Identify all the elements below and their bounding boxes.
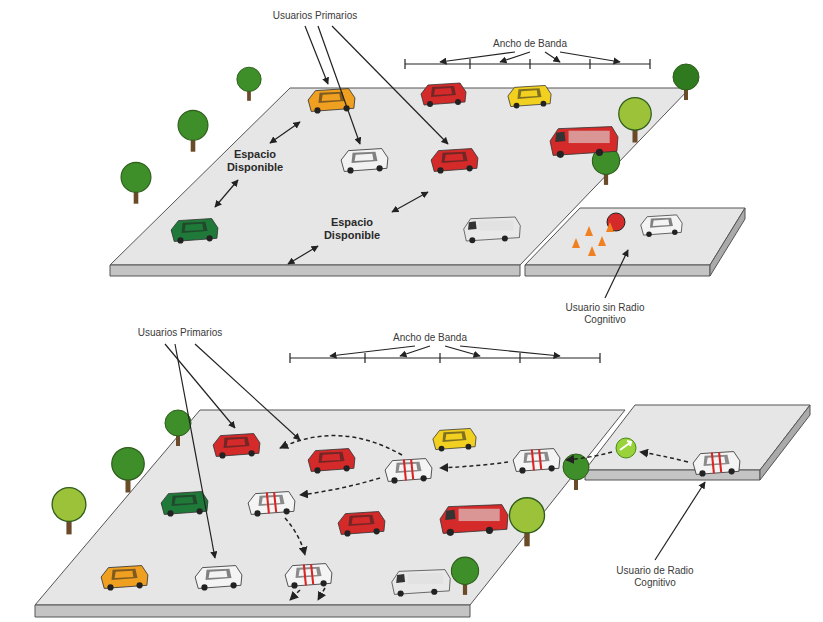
region-label: Espacio Disponible: [320, 216, 384, 241]
leader-lines-bottom: [165, 344, 705, 560]
trees-top: [121, 64, 699, 204]
road-top: [110, 88, 745, 276]
callout-label: Ancho de Banda: [470, 38, 590, 50]
callout-label: Usuario sin Radio Cognitivo: [560, 302, 650, 325]
region-label: Espacio Disponible: [223, 148, 287, 173]
leader-lines-top: [215, 26, 650, 298]
trees-bottom: [52, 410, 589, 595]
callout-label: Ancho de Banda: [370, 332, 490, 344]
callout-label: Usuarios Primarios: [250, 10, 380, 22]
callout-label: Usuarios Primarios: [115, 327, 245, 339]
callout-label: Usuario de Radio Cognitivo: [610, 565, 700, 588]
cars-top: [171, 83, 682, 256]
cars-bottom: [101, 428, 740, 596]
road-bottom: [35, 405, 810, 617]
